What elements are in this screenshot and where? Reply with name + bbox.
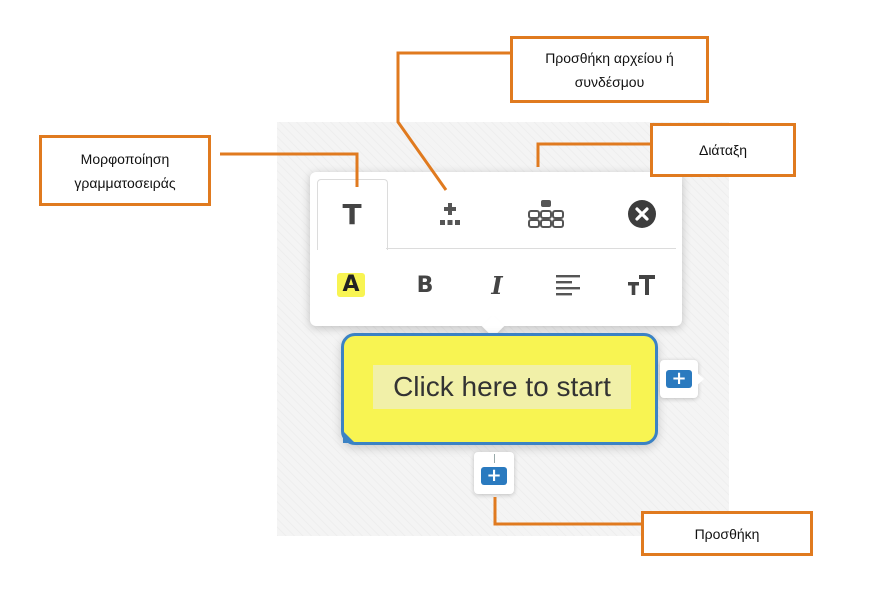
italic-icon: I xyxy=(491,270,503,300)
highlight-A-icon: A xyxy=(337,273,365,297)
italic-button[interactable]: I xyxy=(480,268,514,302)
add-sibling-pointer xyxy=(694,370,704,388)
callout-layout: Διάταξη xyxy=(650,123,796,177)
add-sibling-button[interactable]: + xyxy=(660,360,698,398)
callout-font-formatting: Μορφοποίηση γραμματοσειράς xyxy=(39,135,211,206)
bold-icon: B xyxy=(416,272,434,298)
align-button[interactable] xyxy=(551,268,585,302)
tab-underline xyxy=(386,248,676,249)
format-popup: T A B I xyxy=(310,172,682,326)
child-connector xyxy=(494,454,495,463)
font-size-button[interactable] xyxy=(622,268,662,302)
tab-layout[interactable] xyxy=(523,192,569,236)
node-corner-mark xyxy=(343,431,355,443)
callout-add: Προσθήκη xyxy=(641,511,813,556)
tab-font-active-frame xyxy=(317,179,388,250)
plus-icon: + xyxy=(666,370,692,388)
font-size-icon xyxy=(628,275,655,295)
close-button[interactable] xyxy=(620,192,664,236)
plus-icon: + xyxy=(481,467,507,485)
layout-hierarchy-icon xyxy=(528,200,564,228)
align-left-icon xyxy=(556,275,580,296)
highlight-color-button[interactable]: A xyxy=(334,268,368,302)
callout-add-file-link: Προσθήκη αρχείου ή συνδέσμου xyxy=(510,36,709,103)
attachment-plus-icon xyxy=(440,203,460,225)
close-circle-icon xyxy=(628,200,656,228)
bold-button[interactable]: B xyxy=(408,268,442,302)
text-T-icon: T xyxy=(342,197,362,231)
tab-font[interactable]: T xyxy=(327,194,377,234)
tab-attachment[interactable] xyxy=(428,194,472,234)
node-text[interactable]: Click here to start xyxy=(373,365,631,409)
